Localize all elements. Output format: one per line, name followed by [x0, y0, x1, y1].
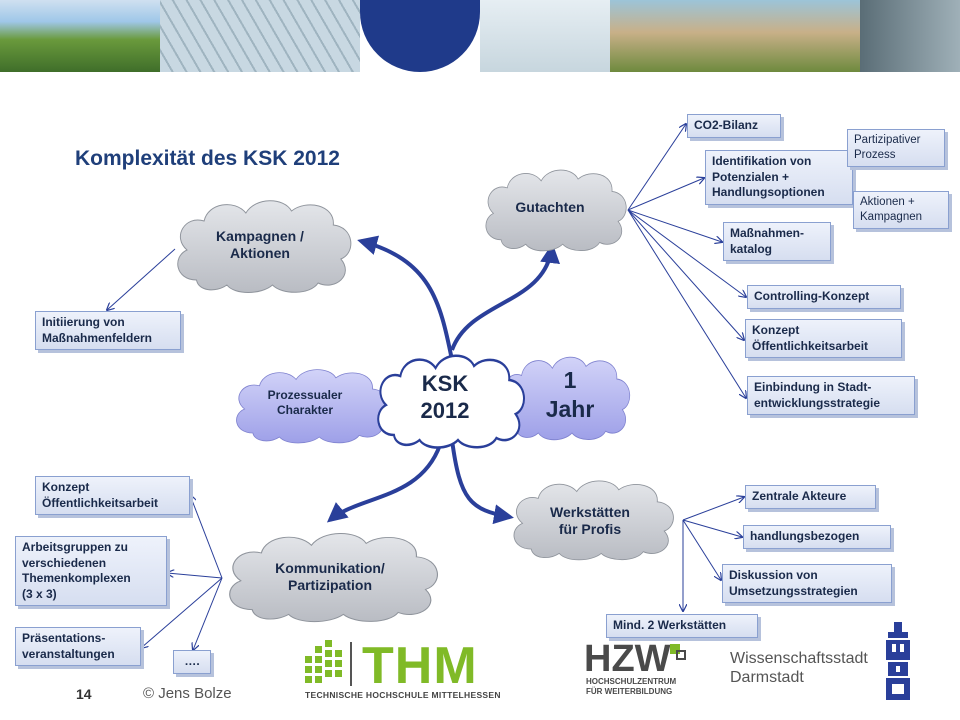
connector-kampagnen-initiierung: [107, 248, 176, 310]
hzw-logo-subtitle: HOCHSCHULZENTRUM FÜR WEITERBILDUNG: [586, 677, 677, 696]
label-prozessual: Prozessualer Charakter: [267, 388, 343, 417]
connector-controlling: [627, 209, 746, 297]
box-praesentation: Präsentations- veranstaltungen: [15, 627, 141, 667]
connector-arbeitsgruppen: [167, 573, 223, 579]
banner-photo-sky: [480, 0, 610, 72]
connector-zentrale: [682, 497, 744, 521]
connector-handlungsbezogen: [682, 519, 742, 537]
box-handlungsbezogen: handlungsbezogen: [743, 525, 891, 549]
box-konzept-oeffentlichkeit-gutachten: Konzept Öffentlichkeitsarbeit: [745, 319, 902, 359]
banner-photo-square: [610, 0, 860, 72]
thm-divider: [350, 642, 352, 686]
box-konzept-oeffentlichkeit-kommunikation: Konzept Öffentlichkeitsarbeit: [35, 476, 190, 516]
label-kommunikation: Kommunikation/ Partizipation: [275, 559, 385, 594]
header-banner: [0, 0, 960, 72]
box-diskussion: Diskussion von Umsetzungsstrategien: [722, 564, 892, 604]
connector-lines: [107, 124, 746, 650]
connector-einbindung: [627, 209, 746, 398]
note-aktionen: Aktionen + Kampagnen: [853, 191, 949, 229]
thm-logo-text: THM: [362, 637, 478, 695]
label-ksk: KSK 2012: [420, 370, 470, 424]
label-gutachten: Gutachten: [515, 199, 585, 216]
hzw-logo-frame-icon: [676, 650, 686, 660]
box-controlling: Controlling-Konzept: [747, 285, 901, 309]
page-number: 14: [76, 686, 92, 702]
hzw-logo-text: HZW: [584, 638, 671, 680]
box-massnahmenkatalog: Maßnahmen- katalog: [723, 222, 831, 262]
connector-massnahmen: [627, 209, 722, 242]
box-einbindung: Einbindung in Stadt- entwicklungsstrateg…: [747, 376, 915, 416]
box-initiierung: Initiierung von Maßnahmenfeldern: [35, 311, 181, 351]
box-identifikation: Identifikation von Potenzialen + Handlun…: [705, 150, 853, 205]
arrow-to-kampagnen: [357, 235, 454, 361]
connector-dots: [193, 577, 223, 650]
arrow-to-gutachten: [450, 243, 560, 351]
thm-logo-subtitle: TECHNISCHE HOCHSCHULE MITTELHESSEN: [305, 690, 501, 700]
arrow-to-werkstaetten: [450, 439, 514, 525]
connector-konzept: [627, 209, 744, 340]
main-arrows: [326, 235, 560, 525]
hzw-logo-mark-icon: [670, 644, 680, 654]
banner-photo-tower: [860, 0, 960, 72]
darmstadt-logo-text: Wissenschaftsstadt Darmstadt: [730, 650, 868, 687]
box-more: ….: [173, 650, 211, 674]
connector-praesentation: [141, 577, 223, 648]
arrow-to-kommunikation: [326, 444, 442, 523]
banner-photo-facade: [160, 0, 360, 72]
page-title: Komplexität des KSK 2012: [75, 147, 340, 170]
label-werkstaetten: Werkstätten für Profis: [550, 503, 630, 538]
darmstadt-tower-icon: [886, 622, 910, 700]
box-mind-werkstaetten: Mind. 2 Werkstätten: [606, 614, 758, 638]
box-arbeitsgruppen: Arbeitsgruppen zu verschiedenen Themenko…: [15, 536, 167, 607]
box-co2-bilanz: CO2-Bilanz: [687, 114, 781, 138]
banner-photo-orchard: [0, 0, 160, 72]
connector-co2: [627, 124, 686, 211]
label-kampagnen: Kampagnen / Aktionen: [216, 227, 304, 262]
connector-konzept-oeffentlichkeit: [190, 495, 223, 579]
label-jahr: 1 Jahr: [545, 367, 595, 422]
connector-identifikation: [627, 178, 704, 211]
note-partizipativ: Partizipativer Prozess: [847, 129, 945, 167]
thm-logo-icon: [305, 640, 342, 683]
copyright: © Jens Bolze: [143, 685, 232, 702]
box-zentrale-akteure: Zentrale Akteure: [745, 485, 876, 509]
connector-diskussion: [682, 519, 721, 580]
